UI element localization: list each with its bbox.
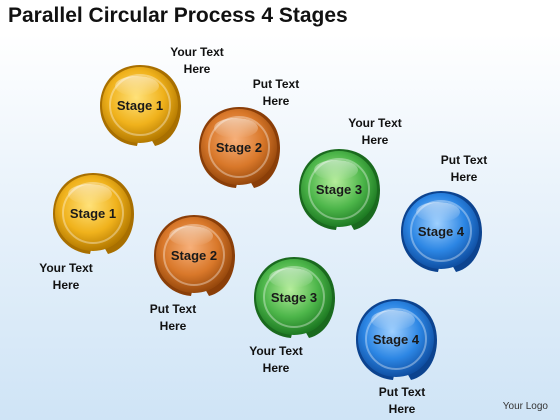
row2-stage-4-label: Stage 4 — [372, 331, 420, 347]
row2-stage-1-circle: Stage 1 — [50, 170, 136, 256]
row1-stage-2-label: Stage 2 — [215, 139, 263, 155]
row2-stage-2-label: Stage 2 — [170, 247, 218, 263]
row1-stage-2-circle: Stage 2 — [196, 104, 282, 190]
row1-stage-4-label: Stage 4 — [417, 223, 465, 239]
page-title: Parallel Circular Process 4 Stages — [8, 4, 348, 27]
row1-stage-1-label: Stage 1 — [116, 97, 164, 113]
row2-stage-3-circle: Stage 3 — [251, 254, 337, 340]
row2-stage-3-label: Stage 3 — [270, 289, 318, 305]
row2-stage-2-circle: Stage 2 — [151, 212, 237, 298]
row2-stage-1-label: Stage 1 — [69, 205, 117, 221]
row1-stage-4-circle: Stage 4 — [398, 188, 484, 274]
row1-stage-3-circle: Stage 3 — [296, 146, 382, 232]
row1-stage-1-circle: Stage 1 — [97, 62, 183, 148]
row2-stage-4-circle: Stage 4 — [353, 296, 439, 382]
row1-stage-3-label: Stage 3 — [315, 181, 363, 197]
logo-text: Your Logo — [502, 401, 548, 412]
